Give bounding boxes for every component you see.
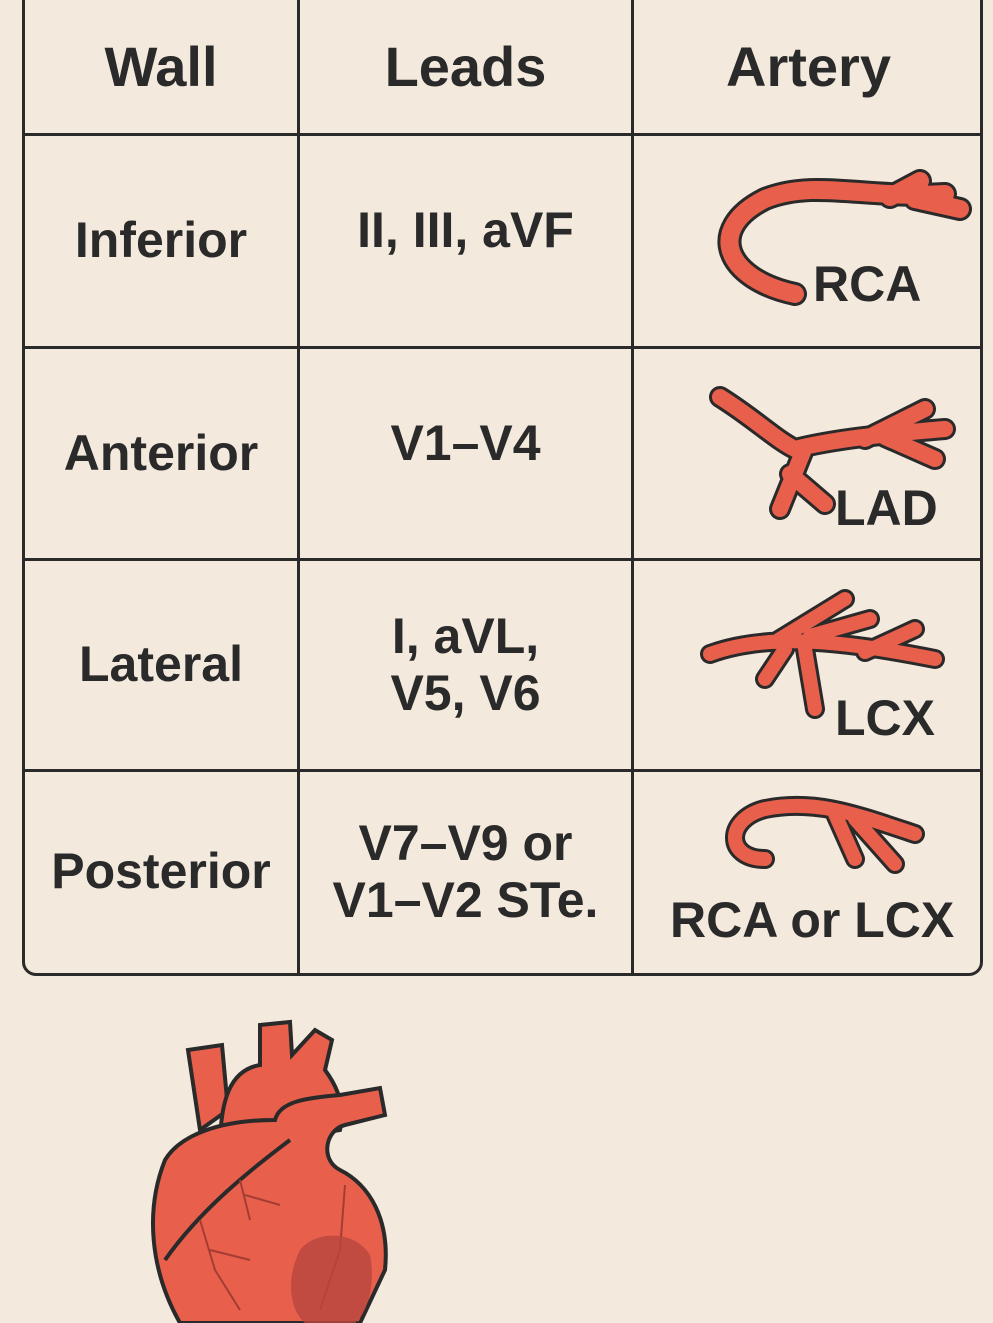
wall-lateral: Lateral xyxy=(79,636,243,693)
row-divider xyxy=(25,558,980,561)
wall-inferior: Inferior xyxy=(74,212,248,269)
artery-label-rca-or-lcx: RCA or LCX xyxy=(670,892,955,948)
heart-illustration xyxy=(151,1019,388,1323)
artery-label-lad: LAD xyxy=(835,480,938,536)
leads-inferior: II, III, aVF xyxy=(357,202,574,259)
rca-lcx-artery-icon xyxy=(725,795,925,874)
artery-label-rca: RCA xyxy=(813,256,922,312)
rca-artery-icon xyxy=(717,169,972,306)
header-artery: Artery xyxy=(726,34,891,98)
header-wall: Wall xyxy=(104,34,218,98)
row-divider xyxy=(25,133,980,136)
wall-anterior: Anterior xyxy=(63,424,259,481)
artery-label-lcx: LCX xyxy=(835,690,935,746)
wall-posterior: Posterior xyxy=(51,843,271,900)
lcx-artery-icon xyxy=(700,589,945,719)
row-divider xyxy=(25,346,980,349)
lad-artery-icon xyxy=(709,386,956,520)
leads-line: I, aVL, xyxy=(391,607,540,664)
leads-line: V1–V2 STe. xyxy=(332,872,599,928)
leads-line: V5, V6 xyxy=(390,665,541,721)
leads-lateral: I, aVL, V5, V6 xyxy=(300,561,631,769)
column-divider xyxy=(631,0,634,973)
leads-line: V7–V9 or xyxy=(358,814,573,871)
leads-posterior: V7–V9 or V1–V2 STe. xyxy=(300,772,631,972)
column-divider xyxy=(297,0,300,973)
wall-leads-artery-table: Wall Leads Artery Inferior II, III, aVF … xyxy=(22,0,983,976)
leads-anterior: V1–V4 xyxy=(390,415,541,472)
row-divider xyxy=(25,769,980,772)
header-leads: Leads xyxy=(384,34,547,98)
